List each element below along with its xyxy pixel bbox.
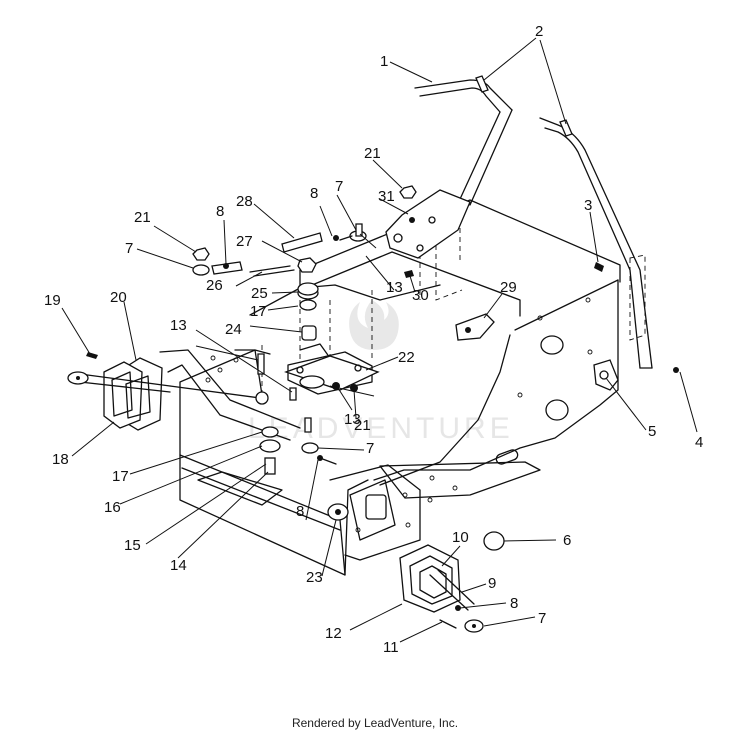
callout-15: 15 bbox=[124, 537, 141, 554]
callout-8c: 8 bbox=[296, 503, 304, 520]
callout-7b: 7 bbox=[335, 178, 343, 195]
callout-23: 23 bbox=[306, 569, 323, 586]
callout-13a: 13 bbox=[170, 317, 187, 334]
roll-bar bbox=[385, 75, 653, 369]
callout-2: 2 bbox=[535, 23, 543, 40]
callout-12: 12 bbox=[325, 625, 342, 642]
callout-8d: 8 bbox=[510, 595, 518, 612]
callout-7c: 7 bbox=[366, 440, 374, 457]
callout-4: 4 bbox=[695, 434, 703, 451]
callout-3: 3 bbox=[584, 197, 592, 214]
footer-credit: Rendered by LeadVenture, Inc. bbox=[291, 716, 459, 730]
callout-17a: 17 bbox=[112, 468, 129, 485]
callout-26: 26 bbox=[206, 277, 223, 294]
callout-8a: 8 bbox=[216, 203, 224, 220]
callout-13c: 13 bbox=[344, 411, 361, 428]
callout-25: 25 bbox=[251, 285, 268, 302]
callout-9: 9 bbox=[488, 575, 496, 592]
callout-27: 27 bbox=[236, 233, 253, 250]
callout-16: 16 bbox=[104, 499, 121, 516]
callout-24: 24 bbox=[225, 321, 242, 338]
callout-14: 14 bbox=[170, 557, 187, 574]
callout-29: 29 bbox=[500, 279, 517, 296]
callout-22: 22 bbox=[398, 349, 415, 366]
callout-7d: 7 bbox=[538, 610, 546, 627]
callout-7a: 7 bbox=[125, 240, 133, 257]
watermark-text: LEADVENTURE bbox=[248, 412, 514, 445]
callout-28: 28 bbox=[236, 193, 253, 210]
callout-8b: 8 bbox=[310, 185, 318, 202]
side-bracket bbox=[593, 359, 619, 391]
callout-5: 5 bbox=[648, 423, 656, 440]
callout-21c: 21 bbox=[354, 417, 371, 434]
chassis-frame bbox=[159, 199, 646, 576]
callout-labels: 1 2 3 4 5 6 7 7 7 7 8 8 8 8 9 10 11 12 1… bbox=[44, 23, 703, 656]
callout-17b: 17 bbox=[250, 303, 267, 320]
watermark: LEADVENTURE bbox=[248, 300, 514, 445]
callout-6: 6 bbox=[563, 532, 571, 549]
leader-lines bbox=[61, 37, 698, 643]
callout-11: 11 bbox=[383, 639, 399, 656]
watermark-flame-icon bbox=[349, 300, 399, 350]
plug-part bbox=[483, 531, 505, 551]
callout-13b: 13 bbox=[386, 279, 403, 296]
callout-18: 18 bbox=[52, 451, 69, 468]
callout-10: 10 bbox=[452, 529, 469, 546]
callout-31: 31 bbox=[378, 188, 395, 205]
callout-21b: 21 bbox=[364, 145, 381, 162]
callout-21a: 21 bbox=[134, 209, 151, 226]
callout-30: 30 bbox=[412, 287, 429, 304]
shift-linkage bbox=[67, 185, 679, 633]
callout-1: 1 bbox=[380, 53, 388, 70]
callout-19: 19 bbox=[44, 292, 61, 309]
callout-20: 20 bbox=[110, 289, 127, 306]
